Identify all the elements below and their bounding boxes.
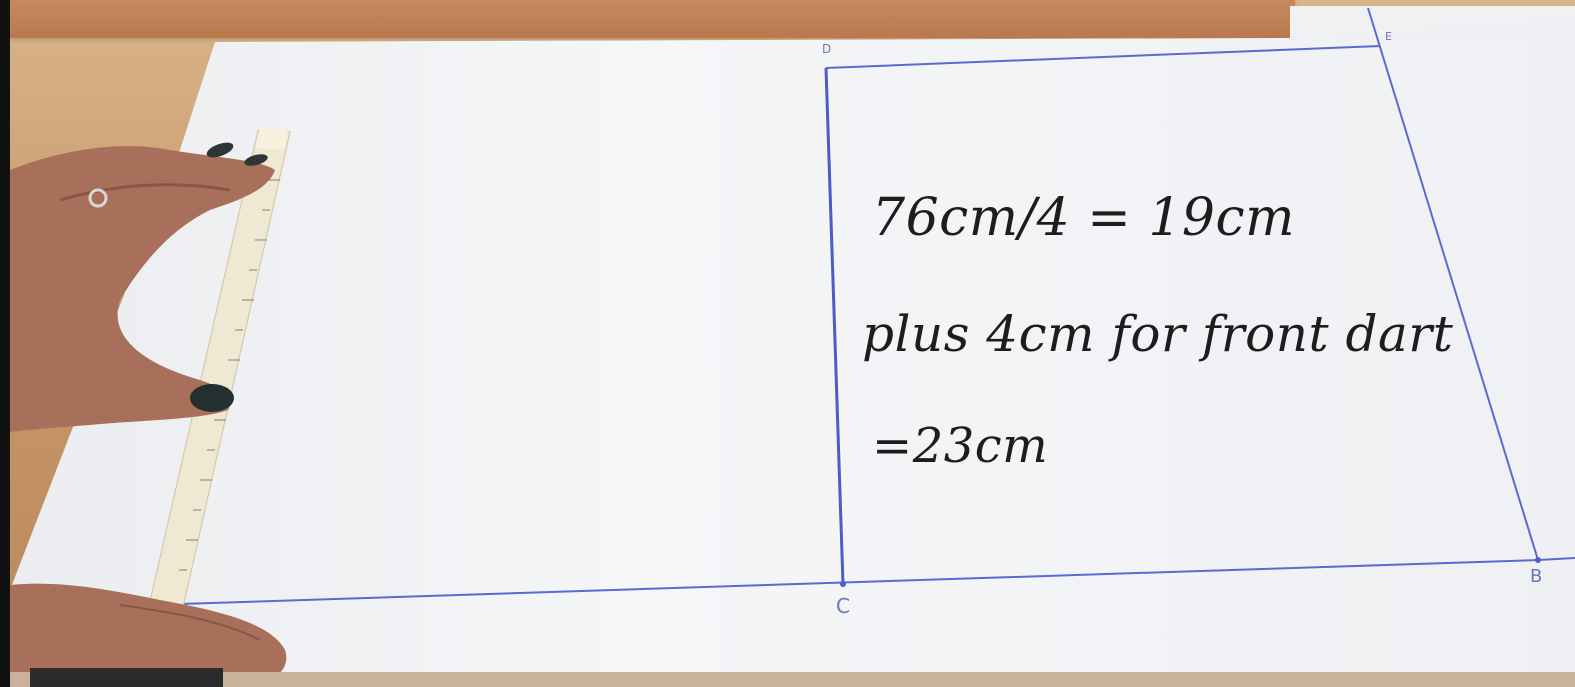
lower-hand — [10, 583, 287, 687]
ring — [88, 188, 108, 208]
video-left-border — [0, 0, 10, 687]
point-label-c: C — [836, 594, 850, 618]
handwritten-line-3: =23cm — [872, 418, 1049, 474]
point-label-e: E — [1385, 30, 1392, 43]
nail — [190, 384, 234, 412]
upper-hand — [10, 142, 275, 432]
handwritten-line-2: plus 4cm for front dart — [862, 305, 1454, 363]
line-d-e — [825, 45, 1381, 69]
line-e-b — [1367, 7, 1539, 561]
point-label-b: B — [1530, 566, 1543, 587]
video-control-bar[interactable] — [30, 668, 223, 687]
point-label-d: D — [822, 42, 832, 56]
handwritten-line-1: 76cm/4 = 19cm — [872, 188, 1295, 248]
title-banner — [10, 0, 1295, 38]
line-d-c — [824, 67, 845, 585]
point-b-mark — [1535, 557, 1541, 563]
table-edge — [10, 672, 1575, 687]
line-c-b — [179, 559, 1541, 605]
point-c-mark — [840, 581, 846, 587]
line-b-edge — [1537, 557, 1575, 561]
